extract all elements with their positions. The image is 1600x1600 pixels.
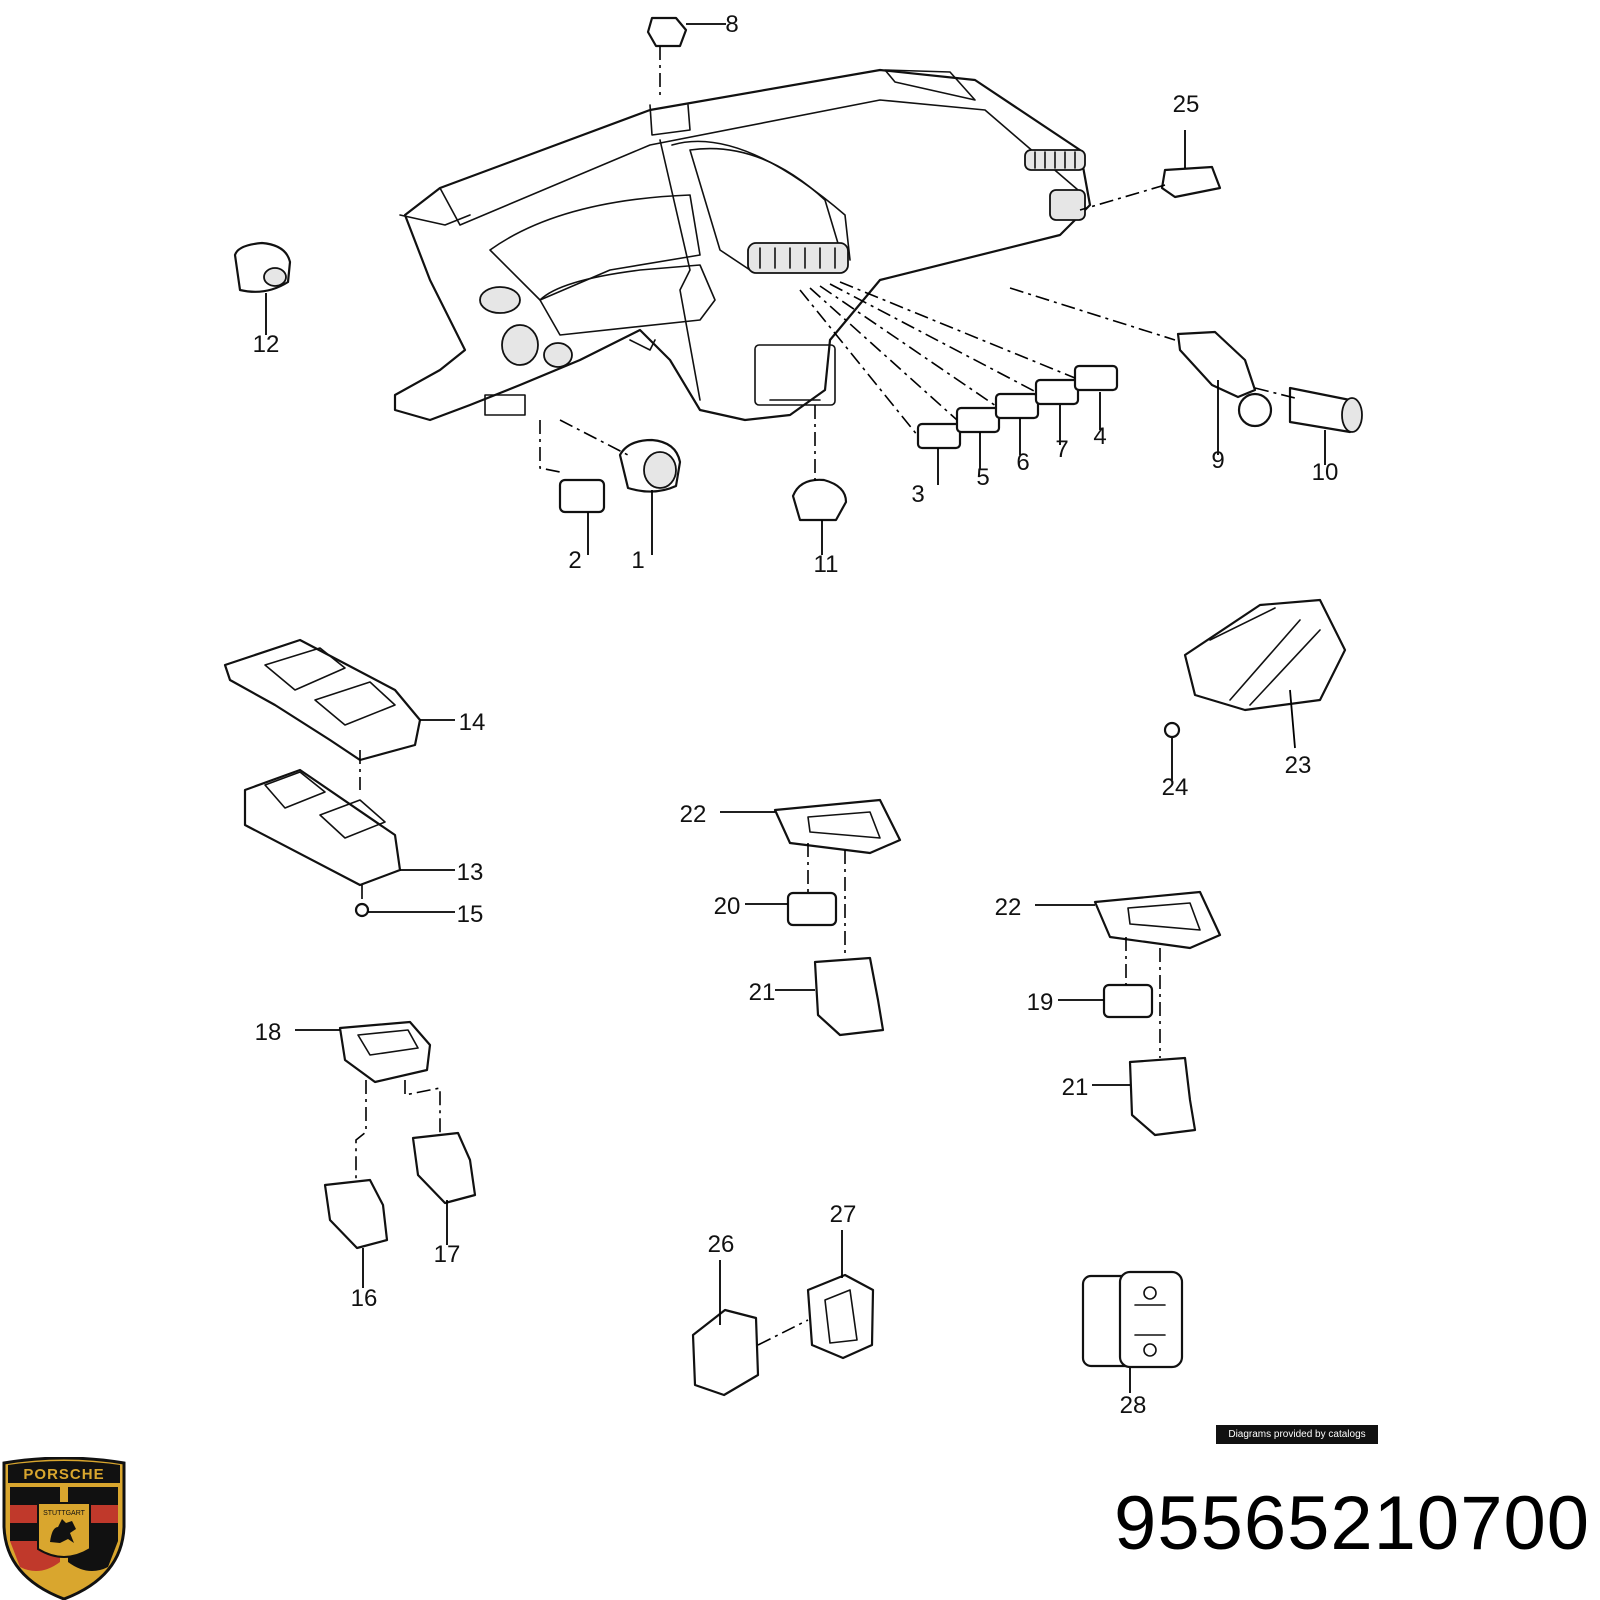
callout-label: 5 — [976, 464, 989, 491]
callout-label: 17 — [434, 1241, 461, 1268]
callout-label: 25 — [1173, 91, 1200, 118]
porsche-crest-logo: PORSCHE STUTTGART — [2, 1457, 126, 1600]
svg-text:PORSCHE: PORSCHE — [23, 1466, 104, 1483]
callout-label: 13 — [457, 859, 484, 886]
callout-label: 22 — [995, 894, 1022, 921]
callout-label: 6 — [1016, 449, 1029, 476]
callout-label: 19 — [1027, 989, 1054, 1016]
callout-label: 12 — [253, 331, 280, 358]
leader-lines — [265, 23, 1326, 1393]
callout-label: 2 — [568, 547, 581, 574]
callout-label: 7 — [1055, 436, 1068, 463]
callout-label: 3 — [911, 481, 924, 508]
callouts: 1 2 3 4 5 6 7 8 9 10 11 12 13 14 15 16 1… — [253, 11, 1339, 1419]
callout-label: 24 — [1162, 774, 1189, 801]
callout-label: 16 — [351, 1285, 378, 1312]
dashboard-illustration — [393, 68, 1092, 422]
callout-label: 14 — [459, 709, 486, 736]
parts-upper — [233, 16, 1363, 522]
callout-label: 21 — [749, 979, 776, 1006]
parts-lower — [223, 598, 1347, 1397]
callout-label: 28 — [1120, 1392, 1147, 1419]
callout-label: 10 — [1312, 459, 1339, 486]
callout-label: 21 — [1062, 1074, 1089, 1101]
callout-label: 23 — [1285, 752, 1312, 779]
callout-label: 15 — [457, 901, 484, 928]
callout-label: 22 — [680, 801, 707, 828]
callout-label: 18 — [255, 1019, 282, 1046]
callout-label: 27 — [830, 1201, 857, 1228]
part-number: 95565210700 — [1114, 1481, 1590, 1566]
callout-label: 11 — [814, 551, 839, 578]
callout-label: 4 — [1093, 423, 1106, 450]
diagram-credit-badge: Diagrams provided by catalogs parts — [1216, 1425, 1378, 1459]
parts-diagram: 1 2 3 4 5 6 7 8 9 10 11 12 13 14 15 16 1… — [223, 11, 1363, 1419]
callout-label: 8 — [725, 11, 738, 38]
callout-label: 9 — [1211, 447, 1224, 474]
callout-label: 26 — [708, 1231, 735, 1258]
callout-label: 20 — [714, 893, 741, 920]
callout-label: 1 — [631, 547, 644, 574]
svg-text:STUTTGART: STUTTGART — [43, 1510, 86, 1517]
